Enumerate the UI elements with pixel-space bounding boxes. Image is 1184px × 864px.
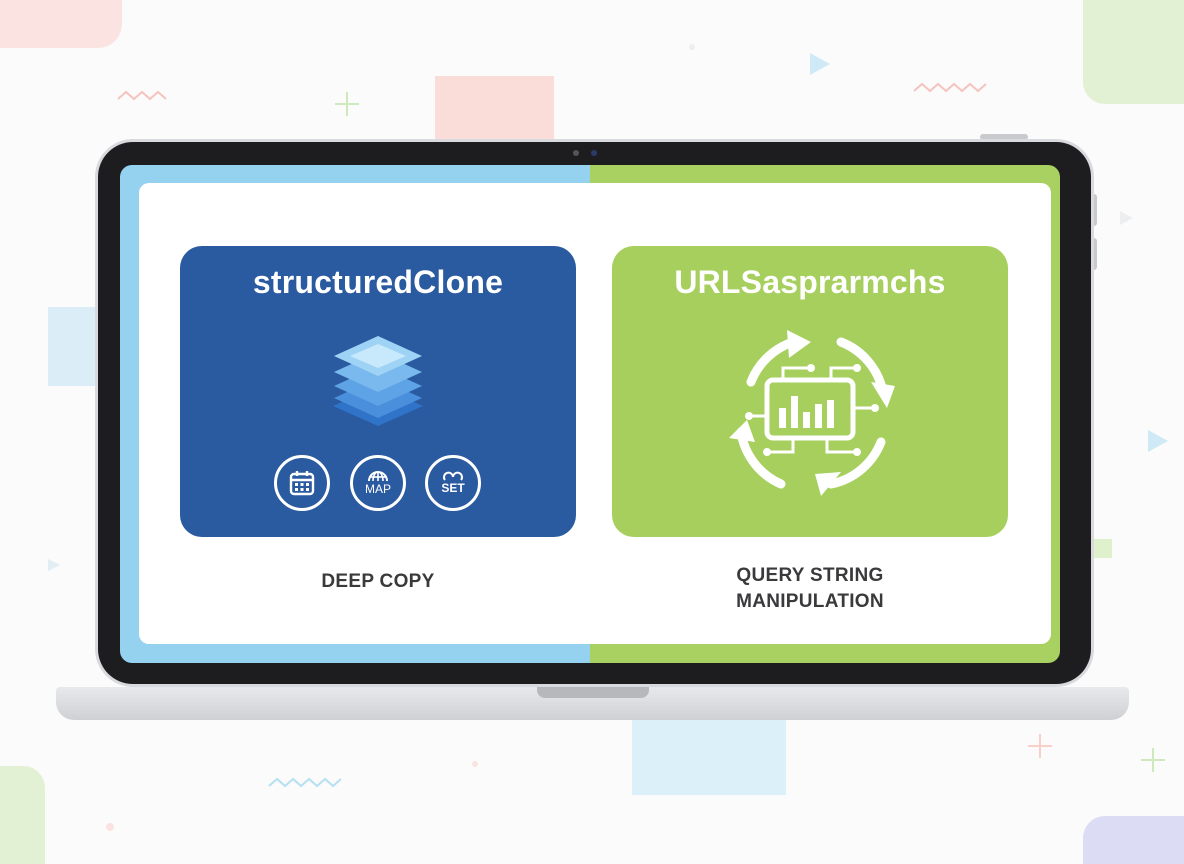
layers-icon (333, 336, 423, 426)
link-glyph-icon (443, 471, 463, 481)
structuredclone-title: structuredClone (252, 264, 504, 300)
map-icon: MAP (350, 455, 406, 511)
bg-corner-purple (1083, 816, 1184, 864)
bg-square-blue-bottom (632, 720, 786, 795)
laptop-top-button (980, 134, 1028, 140)
set-icon: SET (425, 455, 481, 511)
laptop-side-button-2 (1091, 238, 1097, 270)
bg-corner-pink (0, 0, 122, 48)
data-cycle-icon (729, 330, 895, 496)
query-string-caption-line1: QUERY STRING (736, 565, 884, 586)
calendar-icon (274, 455, 330, 511)
calendar-glyph-icon (289, 471, 315, 496)
bg-square-pink (435, 76, 554, 142)
urlsearchparams-card (612, 246, 1008, 537)
map-label: MAP (364, 482, 391, 496)
query-string-caption-line2: MANIPULATION (736, 591, 884, 612)
urlsearchparams-title: URLSasprarmchs (674, 264, 946, 300)
laptop-side-button-1 (1091, 194, 1097, 226)
camera-lens-icon (591, 150, 597, 156)
globe-glyph-icon (368, 471, 388, 482)
deep-copy-caption: DEEP COPY (321, 571, 435, 592)
laptop-base-notch (537, 687, 649, 698)
bg-square-blue (48, 307, 96, 386)
bg-square-green-small (1093, 539, 1112, 558)
bg-corner-green (1083, 0, 1184, 104)
bg-corner-green-bottom (0, 766, 45, 864)
set-label: SET (441, 481, 465, 495)
camera-icon (573, 150, 579, 156)
